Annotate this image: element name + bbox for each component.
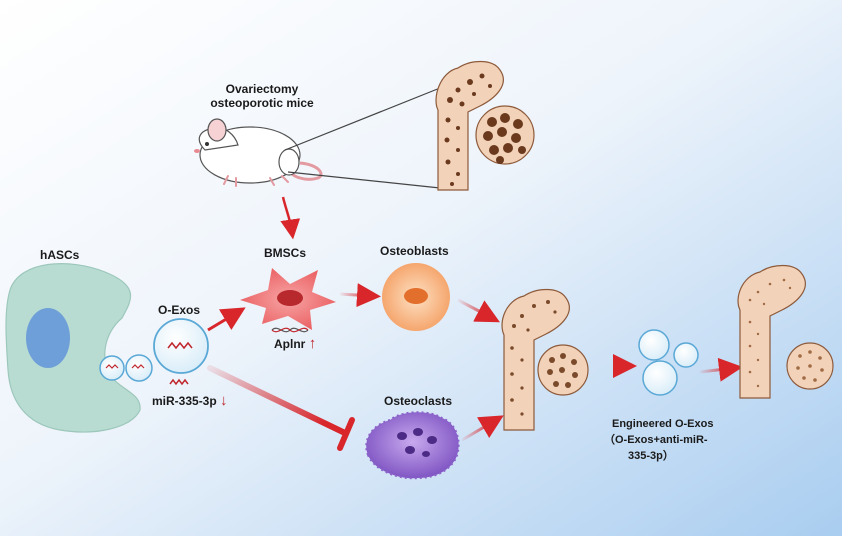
- exosome-icon: [638, 329, 699, 396]
- bone-icon: [501, 288, 589, 431]
- arrow-osteoclast-bone: [461, 415, 504, 442]
- osteoblasts-label: Osteoblasts: [380, 244, 449, 258]
- engineered-label-line2: （O-Exos+anti-miR-: [604, 434, 708, 446]
- cell-icon: [5, 263, 141, 433]
- mouse-icon: [194, 118, 323, 187]
- exosome-icon: [99, 318, 209, 382]
- aplnr-label: Aplnr ↑: [274, 335, 316, 352]
- engineered-label-line1: Engineered O-Exos: [612, 418, 714, 430]
- bone-icon: [737, 264, 834, 399]
- aplnr-text: Aplnr: [274, 337, 306, 351]
- dna-icon: [271, 327, 309, 333]
- mir-text: miR-335-3p: [152, 394, 217, 408]
- arrow-mouse-bmsc: [280, 196, 301, 240]
- zoom-line-bottom: [287, 171, 441, 189]
- ovariectomy-label-line1: Ovariectomy: [225, 82, 299, 96]
- engineered-label-line3: 335-3p）: [628, 450, 674, 462]
- osteoclast-cell-icon: [365, 411, 460, 480]
- hascs-label: hASCs: [40, 248, 80, 262]
- bone-icon: [435, 60, 535, 191]
- engineered-label: Engineered O-Exos （O-Exos+anti-miR- 335-…: [604, 416, 714, 464]
- arrow-exos-bone: [699, 357, 743, 382]
- inhibit-line: [207, 365, 348, 436]
- zoom-line-top: [284, 87, 441, 151]
- arrow-osteoblast-bone: [457, 298, 500, 323]
- arrow-bmsc-osteoblast: [339, 283, 381, 308]
- o-exos-label: O-Exos: [158, 303, 201, 317]
- ovariectomy-label-line2: osteoporotic mice: [210, 96, 314, 110]
- bmscs-label: BMSCs: [264, 246, 307, 260]
- mir-down-arrow: ↓: [220, 392, 228, 409]
- osteoclasts-label: Osteoclasts: [384, 394, 453, 408]
- mir-label: miR-335-3p ↓: [152, 392, 228, 409]
- bmsc-cell-icon: [240, 268, 336, 330]
- osteoblast-cell-icon: [382, 263, 450, 331]
- ovariectomy-label: Ovariectomy osteoporotic mice: [210, 82, 313, 110]
- arrow-exo-bmsc: [207, 307, 246, 332]
- inhibit-bar: [337, 417, 355, 451]
- aplnr-up-arrow: ↑: [308, 335, 317, 352]
- mirna-icon: [169, 378, 189, 386]
